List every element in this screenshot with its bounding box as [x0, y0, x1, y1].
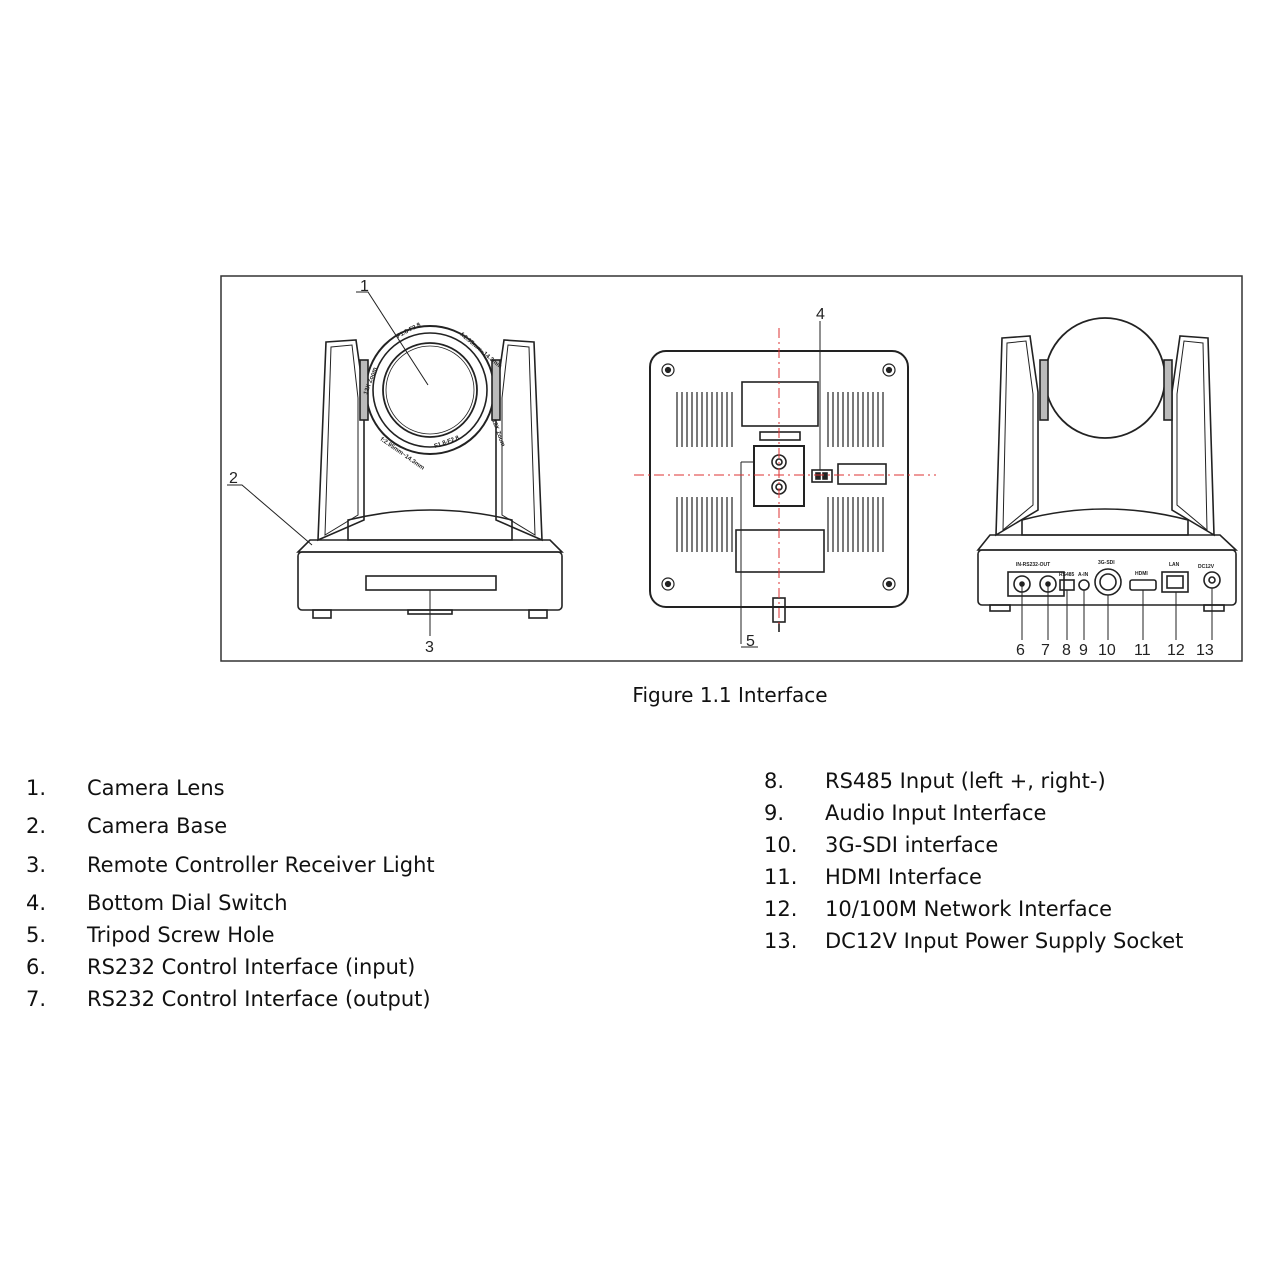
svg-text:HDMI: HDMI — [1135, 571, 1148, 577]
svg-text:IN-RS232-OUT: IN-RS232-OUT — [1016, 562, 1050, 568]
svg-text:f:2.95mm~14.3mm: f:2.95mm~14.3mm — [379, 437, 425, 472]
bottom-view-centerlines — [634, 328, 936, 628]
svg-text:3G-SDI: 3G-SDI — [1098, 560, 1115, 566]
callout-11: 11 — [1134, 642, 1151, 659]
leader-lines — [227, 291, 1213, 648]
callout-9: 9 — [1079, 642, 1088, 659]
bottom-view — [649, 350, 909, 644]
svg-text:DC12V: DC12V — [1198, 564, 1215, 570]
svg-text:12X Zoom: 12X Zoom — [490, 419, 505, 448]
callout-numbers: 1 2 3 4 5 6 7 8 9 10 11 12 13 — [229, 278, 1214, 659]
callout-3: 3 — [425, 639, 434, 656]
figure-caption: Figure 1.1 Interface — [632, 683, 828, 707]
svg-text:LAN: LAN — [1169, 562, 1180, 568]
front-view — [296, 325, 564, 619]
rear-view — [976, 317, 1239, 612]
callout-6: 6 — [1016, 642, 1025, 659]
callout-2: 2 — [229, 470, 238, 487]
callout-1: 1 — [360, 278, 369, 295]
callout-7: 7 — [1041, 642, 1050, 659]
callout-10: 10 — [1098, 642, 1116, 659]
callout-4: 4 — [816, 306, 825, 323]
callout-12: 12 — [1167, 642, 1185, 659]
svg-text:RS485: RS485 — [1059, 572, 1075, 578]
callout-5: 5 — [746, 633, 755, 650]
callout-8: 8 — [1062, 642, 1071, 659]
rear-port-labels: IN-RS232-OUT RS485 A-IN 3G-SDI HDMI LAN … — [1016, 560, 1215, 578]
diagram-frame — [220, 275, 1243, 662]
svg-text:A-IN: A-IN — [1078, 572, 1089, 578]
callout-13: 13 — [1196, 642, 1214, 659]
